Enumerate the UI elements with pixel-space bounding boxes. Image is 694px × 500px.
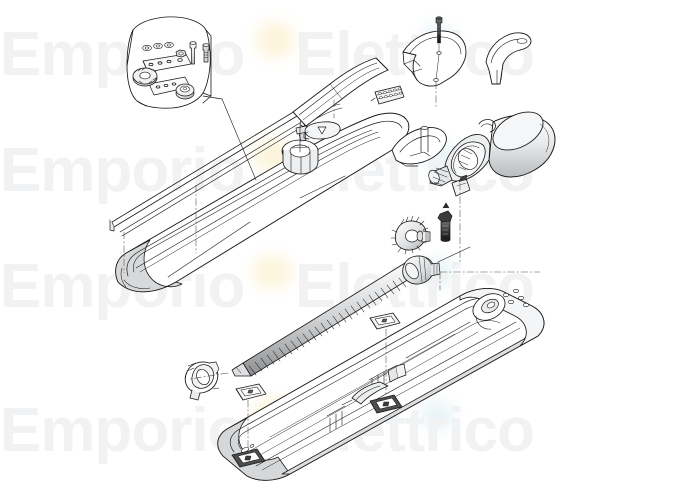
hook-bracket bbox=[485, 32, 532, 85]
nut-plate-a bbox=[235, 383, 267, 401]
assembly-center-lines bbox=[123, 43, 541, 450]
detail-callout-bubble bbox=[126, 16, 223, 109]
pivot-head bbox=[459, 288, 545, 347]
nut-carriage bbox=[184, 361, 220, 401]
lower-arm-body bbox=[217, 288, 545, 481]
cover-screw bbox=[435, 16, 443, 44]
upper-cover-shell bbox=[292, 57, 389, 127]
limit-sensor bbox=[437, 202, 453, 242]
arm-head-funnel bbox=[391, 126, 447, 167]
leader-lines bbox=[167, 98, 471, 359]
end-cap-cover bbox=[402, 30, 467, 87]
upper-arm-assembly bbox=[109, 16, 532, 293]
terminal-block bbox=[370, 85, 405, 105]
nut-plate-b bbox=[369, 312, 401, 330]
bevel-gear bbox=[390, 215, 431, 255]
nut-plate-d bbox=[369, 394, 403, 414]
nut-plate-c bbox=[231, 448, 266, 468]
motor-gearbox bbox=[428, 111, 556, 197]
arm-mounting-pad bbox=[303, 121, 341, 140]
lead-screw bbox=[231, 255, 441, 377]
screw-bearing bbox=[402, 255, 441, 285]
